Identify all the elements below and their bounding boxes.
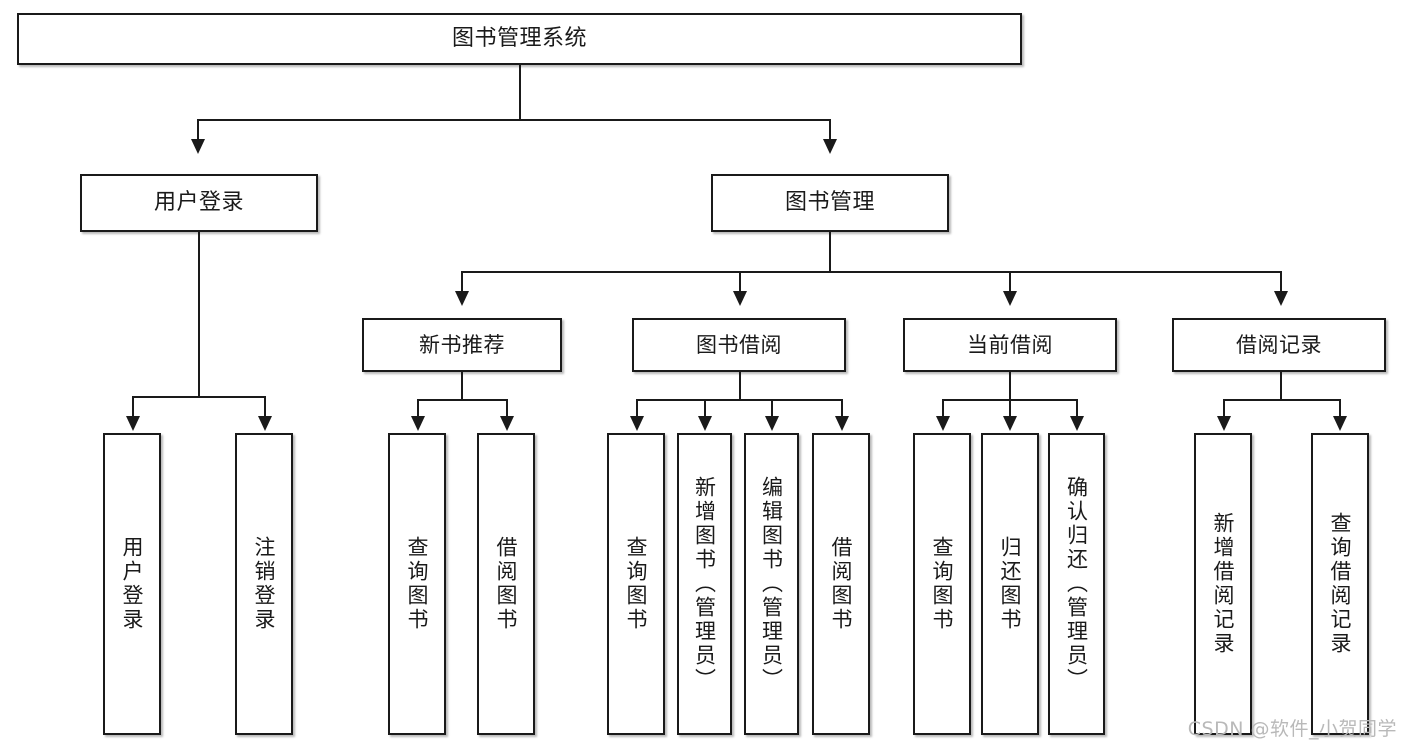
arrow-user-login-to-leaf-2 [258, 416, 272, 431]
node-user-login[interactable]: 用户登录 [80, 174, 318, 232]
node-root-book-management-system[interactable]: 图书管理系统 [17, 13, 1022, 65]
edge-book-borrow-bus [637, 399, 843, 401]
arrow-bb-to-leaf-2 [698, 416, 712, 431]
node-label: 图书管理系统 [451, 26, 587, 52]
node-label: 借阅图书 [829, 536, 854, 632]
edge-book-management-stem [829, 232, 831, 272]
arrow-root-to-user-login [191, 139, 205, 154]
edge-borrow-record-bus [1224, 399, 1341, 401]
arrow-bb-to-leaf-4 [835, 416, 849, 431]
edge-cb-to-leaf-1 [942, 399, 944, 418]
node-label: 用户登录 [153, 190, 244, 216]
edge-user-login-to-leaf-1 [132, 396, 134, 418]
edge-bb-to-leaf-2 [704, 399, 706, 418]
leaf-user-login-login[interactable]: 用户登录 [103, 433, 161, 735]
node-current-borrow[interactable]: 当前借阅 [903, 318, 1117, 372]
node-label: 归还图书 [998, 536, 1023, 632]
edge-nb-to-leaf-2 [506, 399, 508, 418]
node-label: 图书借阅 [696, 332, 782, 357]
edge-current-borrow-stem [1009, 372, 1011, 400]
edge-cb-to-leaf-2 [1009, 399, 1011, 418]
arrow-bm-to-borrow-record [1274, 291, 1288, 306]
node-label: 查询图书 [930, 536, 955, 632]
leaf-book-borrow-edit-book-admin[interactable]: 编辑图书（管理员） [744, 433, 799, 735]
node-label: 用户登录 [120, 536, 145, 632]
edge-root-to-book-management [829, 119, 831, 141]
arrow-bb-to-leaf-1 [630, 416, 644, 431]
arrow-br-to-leaf-1 [1217, 416, 1231, 431]
leaf-user-login-logout[interactable]: 注销登录 [235, 433, 293, 735]
node-borrow-record[interactable]: 借阅记录 [1172, 318, 1386, 372]
arrow-cb-to-leaf-1 [936, 416, 950, 431]
node-label: 注销登录 [252, 536, 277, 632]
arrow-nb-to-leaf-1 [411, 416, 425, 431]
node-label: 编辑图书（管理员） [759, 476, 784, 692]
edge-root-bus [198, 119, 831, 121]
leaf-new-book-query-book[interactable]: 查询图书 [388, 433, 446, 735]
arrow-root-to-book-management [823, 139, 837, 154]
edge-new-book-bus [418, 399, 508, 401]
edge-book-management-bus [462, 271, 1282, 273]
edge-bm-to-new-book [461, 271, 463, 293]
edge-root-to-user-login [197, 119, 199, 141]
arrow-bb-to-leaf-3 [765, 416, 779, 431]
edge-user-login-to-leaf-2 [264, 396, 266, 418]
edge-user-login-stem [198, 232, 200, 397]
edge-user-login-bus [133, 396, 266, 398]
arrow-bm-to-book-borrow [733, 291, 747, 306]
arrow-cb-to-leaf-2 [1003, 416, 1017, 431]
edge-nb-to-leaf-1 [417, 399, 419, 418]
node-book-management[interactable]: 图书管理 [711, 174, 949, 232]
node-label: 确认归还（管理员） [1064, 476, 1089, 692]
edge-borrow-record-stem [1280, 372, 1282, 400]
edge-new-book-stem [461, 372, 463, 400]
arrow-nb-to-leaf-2 [500, 416, 514, 431]
edge-bm-to-current-borrow [1009, 271, 1011, 293]
edge-bb-to-leaf-1 [636, 399, 638, 418]
arrow-bm-to-new-book [455, 291, 469, 306]
arrow-bm-to-current-borrow [1003, 291, 1017, 306]
edge-bb-to-leaf-3 [771, 399, 773, 418]
node-new-book-recommend[interactable]: 新书推荐 [362, 318, 562, 372]
leaf-book-borrow-add-book-admin[interactable]: 新增图书（管理员） [677, 433, 732, 735]
node-label: 查询图书 [624, 536, 649, 632]
node-book-borrow[interactable]: 图书借阅 [632, 318, 846, 372]
node-label: 新增借阅记录 [1211, 512, 1236, 656]
node-label: 当前借阅 [967, 332, 1053, 357]
node-label: 借阅记录 [1236, 332, 1322, 357]
leaf-current-borrow-confirm-return-admin[interactable]: 确认归还（管理员） [1048, 433, 1105, 735]
edge-br-to-leaf-2 [1339, 399, 1341, 418]
edge-bm-to-book-borrow [739, 271, 741, 293]
edge-book-borrow-stem [739, 372, 741, 400]
leaf-new-book-borrow-book[interactable]: 借阅图书 [477, 433, 535, 735]
node-label: 新增图书（管理员） [692, 476, 717, 692]
arrow-user-login-to-leaf-1 [126, 416, 140, 431]
edge-bm-to-borrow-record [1280, 271, 1282, 293]
leaf-current-borrow-query-book[interactable]: 查询图书 [913, 433, 971, 735]
leaf-book-borrow-query-book[interactable]: 查询图书 [607, 433, 665, 735]
leaf-book-borrow-borrow-book[interactable]: 借阅图书 [812, 433, 870, 735]
edge-cb-to-leaf-3 [1076, 399, 1078, 418]
edge-root-stem [519, 65, 521, 120]
node-label: 借阅图书 [494, 536, 519, 632]
node-label: 新书推荐 [419, 332, 505, 357]
edge-bb-to-leaf-4 [841, 399, 843, 418]
leaf-current-borrow-return-book[interactable]: 归还图书 [981, 433, 1039, 735]
node-label: 查询图书 [405, 536, 430, 632]
leaf-borrow-record-add-record[interactable]: 新增借阅记录 [1194, 433, 1252, 735]
edge-br-to-leaf-1 [1223, 399, 1225, 418]
leaf-borrow-record-query-record[interactable]: 查询借阅记录 [1311, 433, 1369, 735]
arrow-br-to-leaf-2 [1333, 416, 1347, 431]
node-label: 图书管理 [784, 190, 875, 216]
arrow-cb-to-leaf-3 [1070, 416, 1084, 431]
node-label: 查询借阅记录 [1328, 512, 1353, 656]
